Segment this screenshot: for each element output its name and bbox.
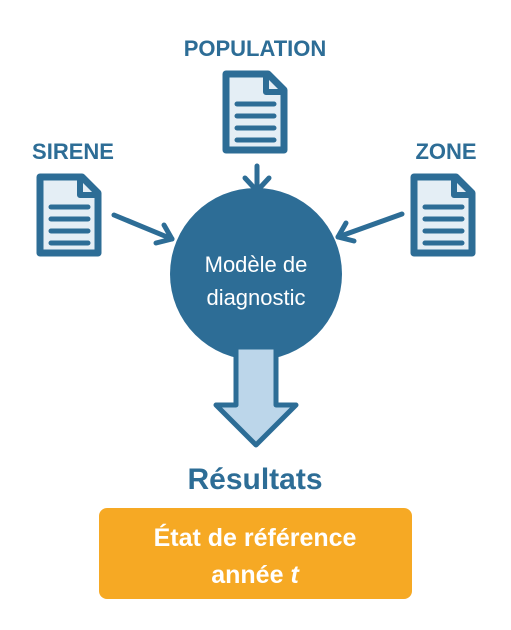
population-source: POPULATION [184,36,327,150]
results-title: Résultats [187,463,322,496]
sirene-source: SIRENE [32,139,114,253]
results-year-variable: t [290,561,300,589]
population-label: POPULATION [184,36,327,61]
population-document-icon [226,74,284,150]
population-arrow [242,163,272,194]
results-box-line2: année t [211,561,300,589]
model-label-line2: diagnostic [206,285,305,310]
results-box: État de référence année t [99,508,412,599]
zone-document-icon [414,177,472,253]
model-label-line1: Modèle de [205,252,308,277]
diagnostic-model-node: Modèle de diagnostic [170,188,342,360]
zone-label: ZONE [415,139,476,164]
results-box-line1: État de référence [154,523,357,552]
sirene-label: SIRENE [32,139,114,164]
sirene-document-icon [40,177,98,253]
output-arrow [213,344,299,448]
results-year-prefix: année [211,561,290,589]
zone-arrow [335,211,405,244]
sirene-arrow [111,212,175,246]
zone-source: ZONE [414,139,477,253]
